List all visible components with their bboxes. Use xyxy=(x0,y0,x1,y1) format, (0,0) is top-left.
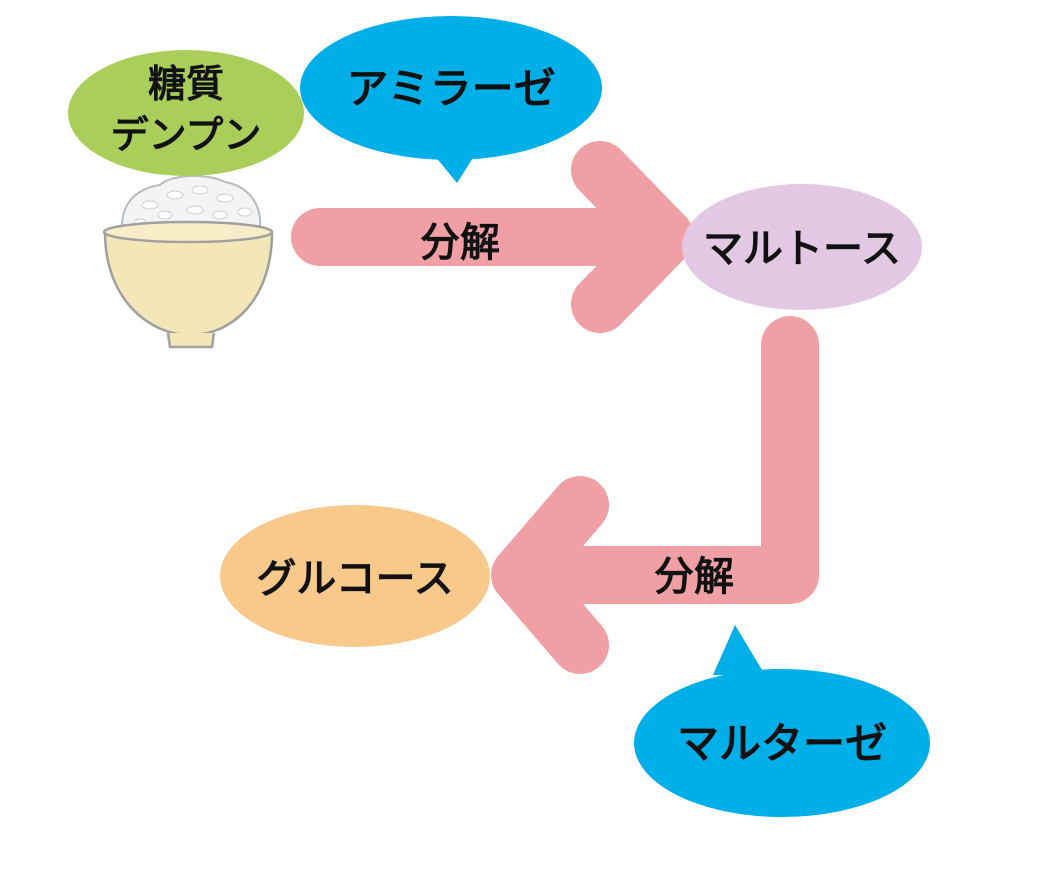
maltase-speech-bubble: マルターゼ xyxy=(634,625,930,817)
decompose-label-2: 分解 xyxy=(654,554,734,600)
maltase-label: マルターゼ xyxy=(677,719,887,768)
starch-label-line2: デンプン xyxy=(111,113,262,157)
decompose-label-1: 分解 xyxy=(420,220,500,266)
maltose-ellipse: マルトース xyxy=(682,184,922,310)
starch-bubble: 糖質 デンプン xyxy=(68,50,304,176)
arrow-starch-to-maltose xyxy=(291,141,694,333)
arrow-maltose-to-glucose xyxy=(491,316,819,674)
amylase-label: アミラーゼ xyxy=(346,64,555,113)
amylase-speech-bubble: アミラーゼ xyxy=(300,16,602,183)
glucose-ellipse: グルコース xyxy=(220,505,490,647)
starch-label-line1: 糖質 xyxy=(148,62,224,106)
glucose-label: グルコース xyxy=(256,556,453,602)
rice-bowl-icon xyxy=(102,174,274,349)
maltose-label: マルトース xyxy=(703,226,901,272)
